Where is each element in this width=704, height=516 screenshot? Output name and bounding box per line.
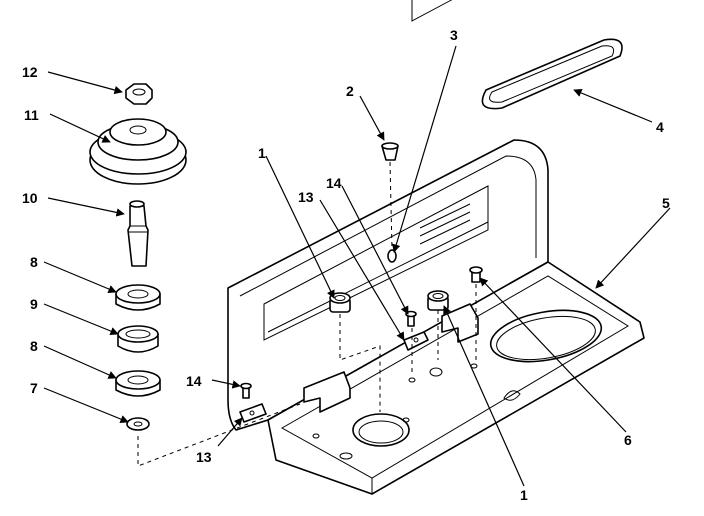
callout-14-mid: 14 xyxy=(326,175,342,191)
callout-1-bottom: 1 xyxy=(520,487,528,503)
drive-belt xyxy=(481,38,623,110)
callout-10: 10 xyxy=(22,190,38,206)
callout-7: 7 xyxy=(30,380,38,396)
callout-9: 9 xyxy=(30,296,38,312)
callout-8-top: 8 xyxy=(30,254,38,270)
plug-button xyxy=(381,142,399,161)
assembly-lines xyxy=(137,161,477,467)
spindle-10 xyxy=(127,200,149,267)
screw-6 xyxy=(469,266,483,283)
callout-3: 3 xyxy=(450,27,458,43)
callout-4: 4 xyxy=(656,119,664,135)
callout-6: 6 xyxy=(624,432,632,448)
screw-14-left xyxy=(240,382,252,399)
callout-12: 12 xyxy=(22,64,38,80)
nut-7 xyxy=(126,417,150,431)
callout-numbers: 12 11 10 8 9 8 7 1 2 3 4 5 6 14 13 14 13… xyxy=(22,27,670,503)
clip-13-mid xyxy=(403,331,429,351)
hex-nut-12 xyxy=(125,83,153,105)
nameplate xyxy=(411,0,479,245)
leader-lines xyxy=(43,45,671,487)
callout-14-left: 14 xyxy=(186,373,202,389)
callout-13-mid: 13 xyxy=(298,189,314,205)
callout-8-bottom: 8 xyxy=(30,338,38,354)
bearing-8-bottom xyxy=(115,370,161,397)
callout-13-left: 13 xyxy=(196,449,212,465)
bushing-left xyxy=(329,292,351,313)
callout-2: 2 xyxy=(346,83,354,99)
bushing-right xyxy=(427,290,449,311)
callout-5: 5 xyxy=(662,195,670,211)
bearing-8-top xyxy=(115,284,161,311)
base-housing xyxy=(227,0,645,495)
small-screw-3 xyxy=(387,249,397,263)
pulley-11 xyxy=(89,118,187,185)
callout-1-top: 1 xyxy=(258,145,266,161)
callout-11: 11 xyxy=(24,107,39,123)
clip-13-left xyxy=(239,403,267,423)
spacer-9 xyxy=(117,325,159,353)
